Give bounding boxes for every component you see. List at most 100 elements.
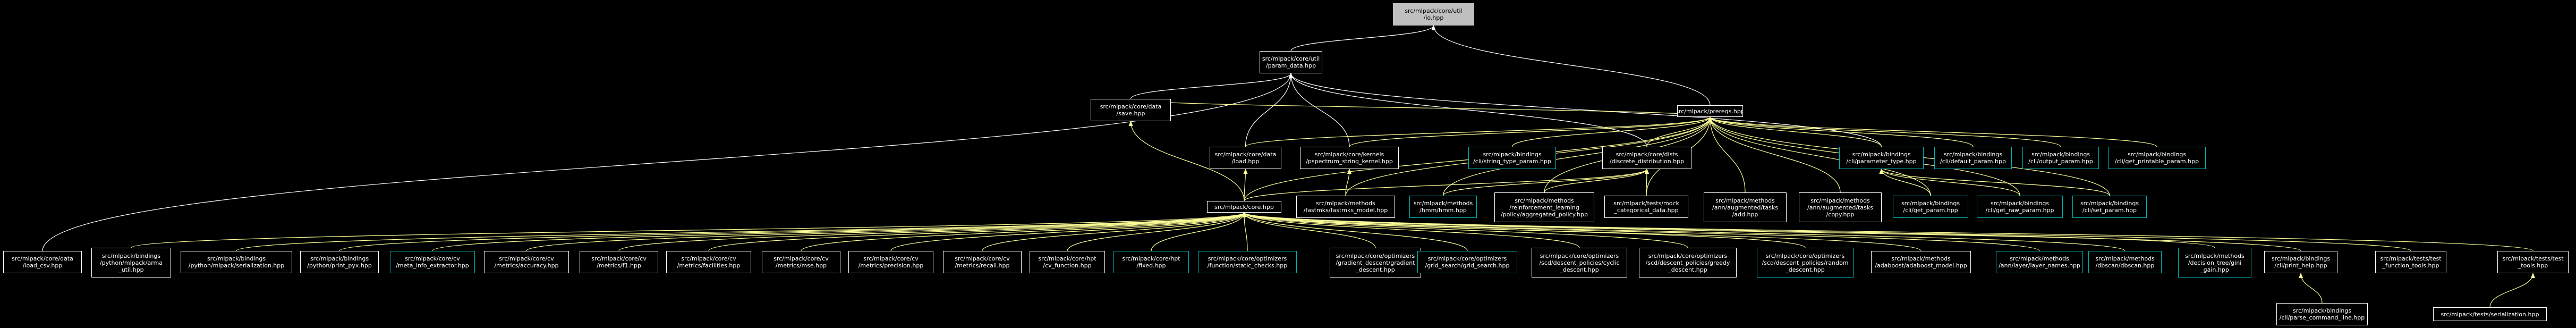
node-static-checks-hpp[interactable]: src/mlpack/core/optimizers/function/stat… xyxy=(1198,251,1297,273)
node-line: src/mlpack/methods xyxy=(1891,255,1951,262)
node-default-param-hpp[interactable]: src/mlpack/bindings/cli/default_param.hp… xyxy=(1934,147,2012,169)
edge-recall-to-core xyxy=(982,212,1246,251)
node-f1-hpp[interactable]: src/mlpack/core/cv/metrics/f1.hpp xyxy=(580,251,658,273)
node-line: src/mlpack/bindings xyxy=(2080,200,2139,207)
node-line: src/mlpack/core/data xyxy=(1214,151,1277,158)
node-output-param-hpp[interactable]: src/mlpack/bindings/cli/output_param.hpp xyxy=(2022,147,2099,169)
edge-getparam-to-prereqs xyxy=(1708,116,1931,196)
node-arma-util-hpp[interactable]: src/mlpack/bindings/python/mlpack/arma_u… xyxy=(91,248,171,277)
edge-adaboost-to-core xyxy=(1242,212,1922,251)
node-line: /load.hpp xyxy=(1231,158,1260,165)
node-dbscan-hpp[interactable]: src/mlpack/methods/dbscan/dbscan.hpp xyxy=(2088,251,2162,273)
node-line: /scd/descent_policies/cyclic xyxy=(1539,259,1620,266)
node-random-descent-hpp[interactable]: src/mlpack/core/optimizers/scd/descent_p… xyxy=(1757,248,1854,277)
node-get-raw-param-hpp[interactable]: src/mlpack/bindings/cli/get_raw_param.hp… xyxy=(1977,196,2063,218)
node-line: /cli/parse_command_line.hpp xyxy=(2279,314,2365,321)
edge-pyser-to-core xyxy=(236,212,1246,251)
node-pspectrum-string-kernel-hpp[interactable]: src/mlpack/core/kernels/pspectrum_string… xyxy=(1300,147,1399,169)
node-print-help-hpp[interactable]: src/mlpack/bindings/cli/print_help.hpp xyxy=(2264,251,2337,273)
node-adaboost-model-hpp[interactable]: src/mlpack/methods/adaboost/adaboost_mod… xyxy=(1871,251,1971,273)
node-line: /gradient_descent/gradient xyxy=(1336,259,1415,266)
node-get-printable-param-hpp[interactable]: src/mlpack/bindings/cli/get_printable_pa… xyxy=(2108,147,2206,169)
node-facilities-hpp[interactable]: src/mlpack/core/cv/metrics/facilities.hp… xyxy=(666,251,751,273)
node-mock-categorical-data-hpp[interactable]: src/mlpack/tests/mock_categorical_data.h… xyxy=(1604,196,1688,218)
node-fixed-hpp[interactable]: src/mlpack/core/hpt/fixed.hpp xyxy=(1113,251,1189,273)
node-discrete-distribution-hpp[interactable]: src/mlpack/core/dists/discrete_distribut… xyxy=(1602,147,1691,169)
node-line: src/mlpack/core/data xyxy=(12,255,73,262)
edge-greedy-to-core xyxy=(1242,212,1688,248)
node-get-param-hpp[interactable]: src/mlpack/bindings/cli/get_param.hpp xyxy=(1893,196,1968,218)
node-line: _descent.hpp xyxy=(1356,266,1395,273)
node-load-csv-hpp[interactable]: src/mlpack/core/data/load_csv.hpp xyxy=(3,251,82,273)
node-save-hpp[interactable]: src/mlpack/core/data/save.hpp xyxy=(1091,99,1171,121)
node-line: _tools.hpp xyxy=(2518,262,2548,269)
edge-pyprint-to-core xyxy=(339,212,1246,251)
node-line: src/mlpack/core/cv xyxy=(681,255,736,262)
node-parse-command-line-hpp[interactable]: src/mlpack/bindings/cli/parse_command_li… xyxy=(2276,303,2368,325)
node-line: /metrics/facilities.hpp xyxy=(677,262,741,269)
node-line: src/mlpack/core/cv xyxy=(773,255,829,262)
node-print-pyx-hpp[interactable]: src/mlpack/bindings/python/print_pyx.hpp xyxy=(300,251,379,273)
node-set-param-hpp[interactable]: src/mlpack/bindings/cli/set_param.hpp xyxy=(2072,196,2147,218)
edge-strtype-to-prereqs xyxy=(1511,116,1712,147)
node-hmm-hpp[interactable]: src/mlpack/methods/hmm/hmm.hpp xyxy=(1409,196,1477,218)
node-aggregated-policy-hpp[interactable]: src/mlpack/methods/reinforcement_learnin… xyxy=(1494,192,1594,222)
node-serialization-hpp[interactable]: src/mlpack/tests/serialization.hpp xyxy=(2433,307,2547,321)
node-parameter-type-hpp[interactable]: src/mlpack/bindings/cli/parameter_type.h… xyxy=(1839,147,1924,169)
node-load-hpp[interactable]: src/mlpack/core/data/load.hpp xyxy=(1210,147,1281,169)
node-line: /metrics/mse.hpp xyxy=(775,262,827,269)
node-cyclic-descent-hpp[interactable]: src/mlpack/core/optimizers/scd/descent_p… xyxy=(1532,248,1627,277)
node-core-hpp[interactable]: src/mlpack/core.hpp xyxy=(1207,201,1281,213)
node-line: /cli/output_param.hpp xyxy=(2028,158,2093,165)
node-io-hpp[interactable]: src/mlpack/core/util/io.hpp xyxy=(1393,3,1474,26)
node-line: /meta_info_extractor.hpp xyxy=(396,262,469,269)
edge-paramtype-to-param xyxy=(1289,73,1882,147)
edge-mse-to-core xyxy=(801,212,1246,251)
node-test-function-tools-hpp[interactable]: src/mlpack/tests/test_function_tools.hpp xyxy=(2375,251,2446,273)
node-line: src/mlpack/tests/test xyxy=(2380,255,2442,262)
node-line: _util.hpp xyxy=(118,266,144,273)
node-param-data-hpp[interactable]: src/mlpack/core/util/param_data.hpp xyxy=(1260,51,1322,73)
node-line: src/mlpack/tests/test xyxy=(2502,255,2564,262)
node-accuracy-hpp[interactable]: src/mlpack/core/cv/metrics/accuracy.hpp xyxy=(484,251,569,273)
node-line: /cli/string_type_param.hpp xyxy=(1473,158,1551,165)
node-line: src/mlpack/methods xyxy=(1810,197,1870,204)
edge-printhelp-to-core xyxy=(1242,212,2301,251)
edge-defparam-to-prereqs xyxy=(1708,116,1974,147)
node-line: /fixed.hpp xyxy=(1136,262,1166,269)
node-line: /cli/set_param.hpp xyxy=(2082,207,2137,214)
node-grid-search-hpp[interactable]: src/mlpack/core/optimizers/grid_search/g… xyxy=(1417,251,1517,273)
node-augmented-tasks-copy-hpp[interactable]: src/mlpack/methods/ann/augmented/tasks/c… xyxy=(1799,192,1882,222)
node-test-tools-hpp[interactable]: src/mlpack/tests/test_tools.hpp xyxy=(2497,251,2569,273)
node-precision-hpp[interactable]: src/mlpack/core/cv/metrics/precision.hpp xyxy=(848,251,933,273)
edge-aggpolicy-to-discrete xyxy=(1544,169,1649,193)
node-mse-hpp[interactable]: src/mlpack/core/cv/metrics/mse.hpp xyxy=(762,251,840,273)
node-gini-gain-hpp[interactable]: src/mlpack/methods/decision_tree/gini_ga… xyxy=(2178,248,2251,277)
node-recall-hpp[interactable]: src/mlpack/core/cv/metrics/recall.hpp xyxy=(943,251,1022,273)
node-greedy-descent-hpp[interactable]: src/mlpack/core/optimizers/scd/descent_p… xyxy=(1639,248,1737,277)
edge-f1-to-core xyxy=(618,212,1246,251)
edge-accuracy-to-core xyxy=(526,212,1246,251)
node-augmented-tasks-add-hpp[interactable]: src/mlpack/methods/ann/augmented/tasks/a… xyxy=(1704,192,1787,222)
edge-augcopy-to-prereqs xyxy=(1708,116,1841,193)
node-line: src/mlpack/prereqs.hpp xyxy=(1677,107,1743,115)
edge-serialization-to-testtools xyxy=(2489,273,2535,308)
node-line: /fastmks/fastmks_model.hpp xyxy=(1303,207,1388,214)
node-cv-function-hpp[interactable]: src/mlpack/core/hpt/cv_function.hpp xyxy=(1030,251,1105,273)
node-line: /cv_function.hpp xyxy=(1043,262,1092,269)
node-line: /ann/augmented/tasks xyxy=(1807,204,1873,211)
node-python-serialization-hpp[interactable]: src/mlpack/bindings/python/mlpack/serial… xyxy=(181,251,292,273)
node-meta-info-extractor-hpp[interactable]: src/mlpack/core/cv/meta_info_extractor.h… xyxy=(390,251,475,273)
node-prereqs-hpp[interactable]: src/mlpack/prereqs.hpp xyxy=(1677,105,1743,117)
node-line: /ann/layer/layer_names.hpp xyxy=(1999,262,2080,269)
node-line: src/mlpack/bindings xyxy=(1852,151,1911,158)
node-string-type-param-hpp[interactable]: src/mlpack/bindings/cli/string_type_para… xyxy=(1468,147,1556,169)
node-gradient-descent-hpp[interactable]: src/mlpack/core/optimizers/gradient_desc… xyxy=(1330,248,1421,277)
edge-load-to-param xyxy=(1245,73,1293,147)
node-layer-names-hpp[interactable]: src/mlpack/methods/ann/layer/layer_names… xyxy=(1996,251,2083,273)
node-line: /pspectrum_string_kernel.hpp xyxy=(1306,158,1393,165)
node-fastmks-model-hpp[interactable]: src/mlpack/methods/fastmks/fastmks_model… xyxy=(1296,196,1395,218)
node-line: /discrete_distribution.hpp xyxy=(1609,158,1685,165)
node-line: src/mlpack/core/cv xyxy=(863,255,919,262)
node-line: src/mlpack/core/optimizers xyxy=(1648,252,1728,259)
